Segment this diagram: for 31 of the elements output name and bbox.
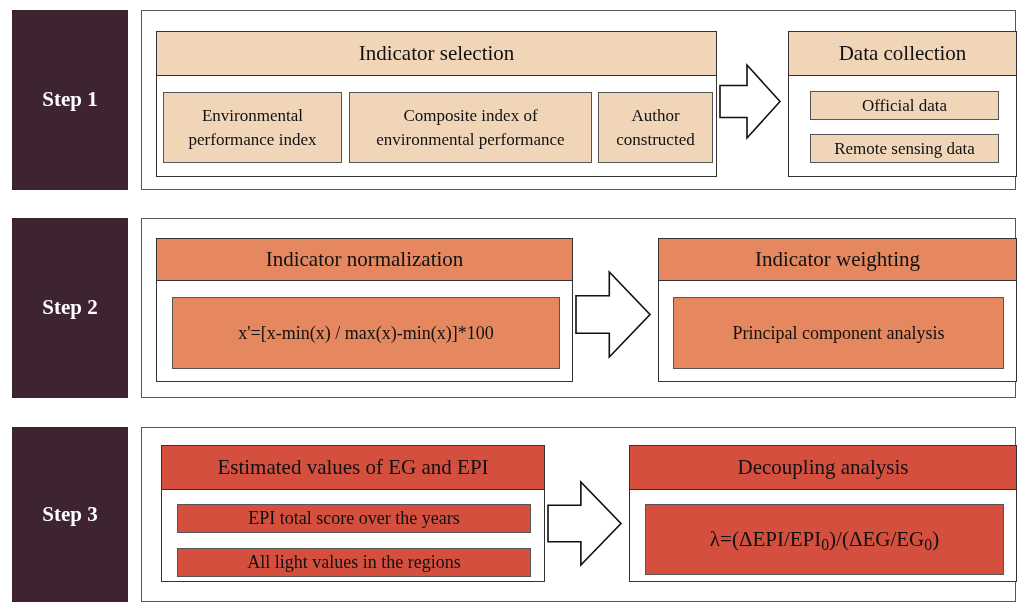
group-header: Indicator selection [157, 32, 716, 76]
process-group-box [788, 31, 1017, 177]
item-box: All light values in the regions [177, 548, 531, 577]
item-box: Remote sensing data [810, 134, 999, 163]
item-box: EPI total score over the years [177, 504, 531, 533]
process-group-box [156, 31, 717, 177]
item-box: x'=[x-min(x) / max(x)-min(x)]*100 [172, 297, 560, 369]
step-label-box: Step 1 [12, 10, 128, 190]
process-group-box [629, 445, 1017, 582]
item-box: Principal component analysis [673, 297, 1004, 369]
step-panel [141, 10, 1016, 190]
item-box: Composite index of environmental performance [349, 92, 592, 163]
block-arrow [719, 62, 782, 141]
step-label-box: Step 3 [12, 427, 128, 602]
block-arrow [547, 480, 623, 567]
group-header: Data collection [789, 32, 1016, 76]
item-box: Author constructed [598, 92, 713, 163]
item-box: λ=(ΔEPI/EPI$_{0}$)/(ΔEG/EG$_{0}$) [645, 504, 1004, 575]
item-box: Environmental performance index [163, 92, 342, 163]
process-group-box [658, 238, 1017, 382]
step-label-box: Step 2 [12, 218, 128, 398]
step-panel [141, 218, 1016, 398]
step-panel [141, 427, 1016, 602]
process-group-box [161, 445, 545, 582]
group-header: Estimated values of EG and EPI [162, 446, 544, 490]
block-arrow [575, 270, 652, 359]
group-header: Indicator normalization [157, 239, 572, 281]
process-group-box [156, 238, 573, 382]
group-header: Indicator weighting [659, 239, 1016, 281]
group-header: Decoupling analysis [630, 446, 1016, 490]
item-box: Official data [810, 91, 999, 120]
